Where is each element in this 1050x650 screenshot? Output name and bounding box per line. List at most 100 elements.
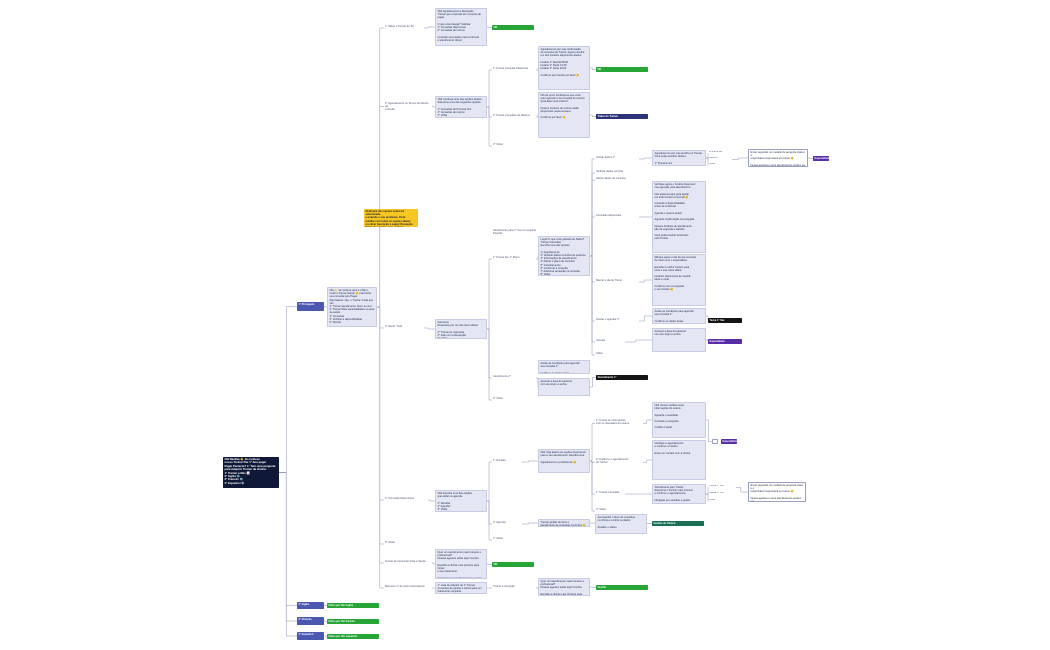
saude-text: Quer um atendimento mais humano e profis… bbox=[435, 549, 487, 579]
l2-consultas-disp[interactable]: 1° Treinar Consulta Disponível bbox=[493, 67, 529, 70]
branch-ingles[interactable]: 2° Inglês bbox=[297, 602, 324, 609]
branch-espanhol[interactable]: 4° Espanhol bbox=[297, 632, 324, 640]
connector-line bbox=[377, 306, 384, 329]
small-s4[interactable]: Treinar 1° Vez bbox=[709, 485, 725, 487]
q1-text: Olá! Vamos verificar suas informações do… bbox=[652, 402, 706, 438]
info-box-2: Envie seguindo um modelo de pergunta cla… bbox=[748, 482, 806, 502]
l2-voltar-atend[interactable]: 3° Voltar bbox=[493, 397, 503, 400]
l2-out-line[interactable]: Treinar a recepção bbox=[493, 585, 515, 588]
connector-line bbox=[590, 255, 595, 343]
connector-line bbox=[424, 26, 435, 29]
connector-line bbox=[324, 620, 327, 622]
lower-tt[interactable]: 1° Treinar Consultas bbox=[596, 491, 620, 494]
l1-agend[interactable]: 2° Agendamento no Tempo do Mundo da cons… bbox=[385, 102, 429, 111]
connector-line bbox=[487, 106, 492, 147]
connector-line bbox=[324, 635, 327, 637]
lower-q2[interactable]: 2° Confirme o agendamento do Treinar bbox=[596, 458, 629, 465]
opt-2[interactable]: Retorno bbox=[709, 157, 718, 159]
connector-line bbox=[643, 459, 652, 463]
outras-text: 1° Lista de Adquirir de 1° Treinar Consu… bbox=[435, 582, 487, 594]
notice-node[interactable]: Nenhuma das opções acima foi selecionada… bbox=[364, 209, 418, 227]
l2-consultas-ret[interactable]: 2° Treinar Consultas de Retorno bbox=[493, 114, 531, 117]
connector-line bbox=[377, 306, 384, 501]
small-checkbox[interactable] bbox=[712, 439, 718, 444]
l2-duvidas[interactable]: 1° Dúvidas bbox=[493, 459, 506, 462]
connector-line bbox=[625, 339, 652, 343]
l1-outras[interactable]: Manual e 1° de seus responsáveis bbox=[385, 585, 425, 588]
tag-esp-2[interactable]: Especialista bbox=[708, 339, 742, 344]
out-text: Quer um atendimento mais humano e profis… bbox=[538, 578, 590, 596]
l3-d[interactable]: Consultas disponíveis bbox=[596, 214, 622, 217]
l1-consultas[interactable]: 4° Consultas Disponíveis bbox=[385, 497, 414, 500]
l1-saiba[interactable]: 1° Saber o Treinar de Ter bbox=[385, 25, 414, 28]
t-d: Verifique agora o horário disponível nas… bbox=[652, 181, 706, 253]
l2-voltar-cons[interactable]: 3° Voltar bbox=[493, 537, 503, 540]
connector-line bbox=[736, 487, 748, 493]
saiba-ok[interactable]: OK bbox=[492, 25, 534, 30]
connector-line bbox=[706, 419, 712, 442]
connector-line bbox=[487, 500, 492, 541]
target-espanhol[interactable]: Fluxo por fim espanhol bbox=[327, 634, 379, 639]
small-s6[interactable]: Voltar bbox=[709, 499, 716, 501]
info-box: Envie seguindo um modelo de pergunta cla… bbox=[748, 149, 808, 167]
branch-portugues[interactable]: 1° Português bbox=[297, 302, 324, 311]
connector-line bbox=[279, 472, 297, 637]
connector-line bbox=[487, 26, 492, 28]
lower-q3[interactable]: 3° Voltar bbox=[596, 508, 606, 511]
mid-text: Legal! O que você gostaria de Saber? Tre… bbox=[538, 236, 590, 276]
out-ok[interactable]: Aceitar bbox=[596, 585, 648, 590]
connector-line bbox=[424, 327, 435, 330]
small-s5[interactable]: Treinar 2° Vez bbox=[709, 492, 725, 494]
connector-line bbox=[706, 157, 709, 166]
opt-3[interactable]: Voltar bbox=[709, 163, 716, 165]
l1-saude[interactable]: Treinar de Gerenciar Volta e Saúde bbox=[385, 560, 426, 563]
tag-esp-3[interactable]: Especialista bbox=[721, 439, 737, 444]
branch-frances[interactable]: 3° Francês bbox=[297, 617, 324, 625]
t-e: Marque agora o dia da sua consulta de tr… bbox=[652, 254, 706, 306]
tag-tratar[interactable]: Tratar do Treinar bbox=[596, 114, 648, 119]
l3-e[interactable]: Marcar o dia de Treino bbox=[596, 279, 622, 282]
connector-line bbox=[279, 472, 297, 606]
l3-g[interactable]: Acessar bbox=[596, 339, 606, 342]
l2-fale[interactable]: 1° Treinar Em 1° Plano bbox=[493, 256, 520, 259]
cd-ok[interactable]: OK bbox=[596, 67, 648, 72]
pt-intro-node[interactable]: Olá 👋 Já conhece aqui é o Bem-vindo a Tr… bbox=[327, 287, 377, 327]
l2-agendar[interactable]: 2° Agendar bbox=[493, 521, 506, 524]
tag-gest[interactable]: Gestão de Clínica bbox=[652, 521, 704, 526]
l3-b[interactable]: Verificar dados na ficha bbox=[596, 170, 623, 173]
l3-a[interactable]: Aceitar dados 1° bbox=[596, 156, 616, 159]
saude-ok[interactable]: OK bbox=[492, 562, 534, 567]
connector-line bbox=[487, 258, 492, 330]
root-node[interactable]: Olá Nazifaa 👋 Já conhece nosso Treinar P… bbox=[223, 457, 279, 488]
connector-line bbox=[590, 460, 595, 512]
connector-line bbox=[377, 306, 384, 545]
lower-q1[interactable]: 1° Treinar as informações com os resulta… bbox=[596, 419, 630, 426]
l2-voltar[interactable]: 3° Voltar bbox=[493, 143, 503, 146]
l1-atend[interactable]: 3° Atend. Treid bbox=[385, 325, 403, 328]
mid-title: Atendimento para 1° Uso no seguinte Posi… bbox=[493, 229, 537, 236]
tag-atend[interactable]: Atendimento 1° bbox=[596, 375, 648, 380]
connector-line bbox=[590, 67, 596, 70]
t-f: Aceite as condições para agendar sua con… bbox=[652, 308, 706, 324]
target-ingles[interactable]: Fluxo por fim inglês bbox=[327, 603, 379, 608]
tag-esp-1[interactable]: Especialista bbox=[813, 156, 829, 161]
l3-h[interactable]: Voltar bbox=[596, 352, 603, 355]
q2-text: Verifique o agendamento e confirme o hor… bbox=[652, 440, 706, 480]
opt-1[interactable]: Primeira vez bbox=[709, 151, 723, 153]
l2-ate-mais[interactable]: Atendimento 2° bbox=[493, 375, 511, 378]
connector-line bbox=[487, 563, 492, 565]
connector-line bbox=[487, 69, 492, 108]
connector-line bbox=[639, 315, 652, 322]
connector-line bbox=[590, 377, 596, 388]
l3-c[interactable]: Alterar dados da consulta bbox=[596, 177, 626, 180]
cd-text: Agradecemos por sua confirmação de consu… bbox=[538, 46, 590, 90]
l3-f[interactable]: Aceitar e agendar 1° bbox=[596, 318, 620, 321]
tag-ter[interactable]: Terça 1° Vez bbox=[708, 318, 742, 323]
target-frances[interactable]: Fluxo por fim francês bbox=[327, 619, 379, 624]
l1-voltar[interactable]: 5° Voltar bbox=[385, 541, 395, 544]
connector-line bbox=[590, 586, 596, 588]
connector-line bbox=[639, 279, 652, 283]
box-info2: Atendimento pelo Treinar Selecione o hor… bbox=[652, 484, 706, 504]
